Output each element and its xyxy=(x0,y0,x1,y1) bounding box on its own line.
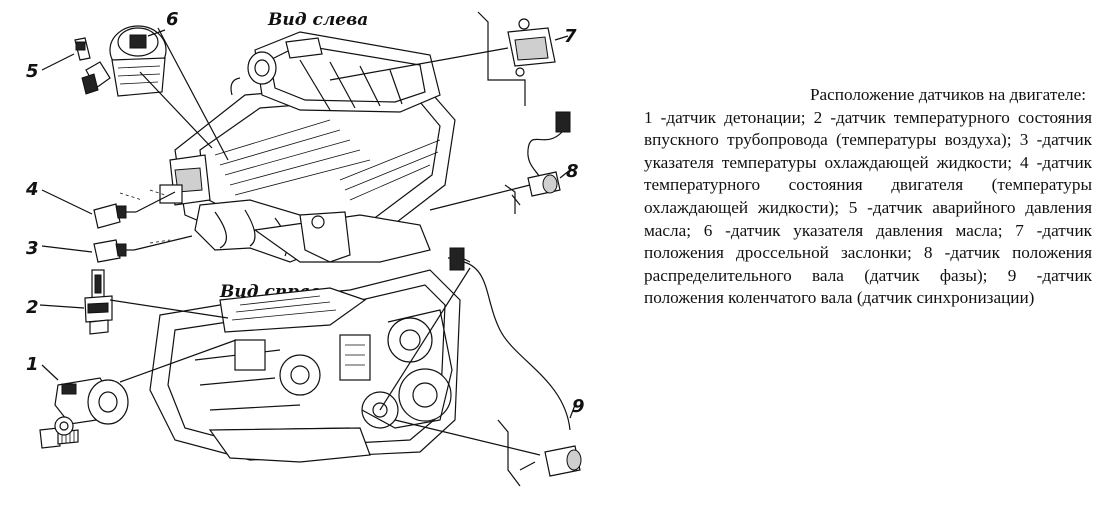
sensor-2-intake-air-temp xyxy=(84,269,113,335)
sensor-9-crankshaft-position xyxy=(449,247,582,477)
left-view-title: Вид слева xyxy=(267,10,368,30)
callout-7: 7 xyxy=(564,26,577,47)
callout-3: 3 xyxy=(26,238,39,259)
callout-2: 2 xyxy=(26,297,39,318)
leader-lines xyxy=(39,11,576,487)
callout-6: 6 xyxy=(166,9,179,30)
engine-left-view-drawing xyxy=(159,31,456,263)
sensor-3-coolant-temp-gauge xyxy=(93,239,134,263)
sensor-5-oil-pressure-warning xyxy=(74,37,111,95)
sensor-7-throttle-position xyxy=(507,18,556,77)
caption-title: Расположение датчиков на двигателе: xyxy=(809,85,1086,104)
callout-1: 1 xyxy=(26,354,39,375)
callout-4: 4 xyxy=(25,179,39,200)
sensor-1-knock xyxy=(39,377,129,449)
callout-numbers: 1 2 3 4 5 6 7 8 9 xyxy=(25,9,585,417)
callout-5: 5 xyxy=(26,61,39,82)
sensor-6-oil-pressure-gauge xyxy=(109,25,167,97)
caption-body: 1 -датчик детонации; 2 -датчик температу… xyxy=(644,107,1092,308)
sensor-8-camshaft-position xyxy=(511,111,571,206)
callout-8: 8 xyxy=(566,161,579,182)
callout-9: 9 xyxy=(572,396,585,417)
sensor-4-engine-temp xyxy=(93,203,136,229)
sensor-legend-caption: Расположение датчиков на двигателе: 1 -д… xyxy=(644,84,1092,310)
